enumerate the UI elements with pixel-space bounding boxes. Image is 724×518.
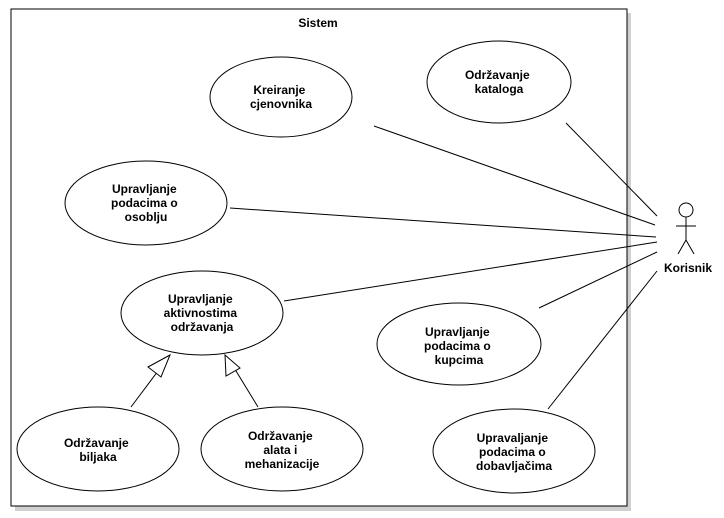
use-case-label: Održavanje kataloga bbox=[465, 68, 533, 96]
association-odrzavanje-kataloga bbox=[565, 122, 658, 217]
use-case-label: Upravljanje aktivnostima održavanja bbox=[164, 292, 241, 334]
association-upravljanje-kupcima bbox=[538, 251, 658, 309]
use-case-label: Upravljanje podacima o kupcima bbox=[424, 325, 494, 367]
use-case-label: Održavanje biljaka bbox=[64, 436, 132, 464]
use-case-kreiranje-cjenovnika: Kreiranje cjenovnika bbox=[209, 56, 353, 138]
stick-figure-icon bbox=[676, 202, 696, 255]
generalization-odrzavanje-biljaka bbox=[130, 353, 171, 408]
use-case-upravljanje-aktivnostima: Upravljanje aktivnostima održavanja bbox=[120, 270, 284, 356]
generalizations bbox=[130, 353, 259, 408]
actor-korisnik: Korisnik bbox=[664, 202, 712, 275]
association-upravljanje-dobavljacima bbox=[547, 270, 658, 410]
association-upravljanje-osobljem bbox=[229, 207, 657, 238]
use-case-odrzavanje-biljaka: Održavanje biljaka bbox=[16, 406, 180, 492]
generalization-odrzavanje-alata bbox=[224, 353, 259, 408]
association-upravljanje-aktivnostima bbox=[283, 241, 658, 302]
actor-name: Korisnik bbox=[664, 261, 712, 275]
use-case-label: Održavanje alata i mehanizacije bbox=[245, 429, 320, 471]
use-case-label: Upravaljanje podacima o dobavljačima bbox=[476, 431, 552, 473]
use-case-upravljanje-dobavljacima: Upravaljanje podacima o dobavljačima bbox=[432, 408, 596, 494]
use-case-odrzavanje-kataloga: Održavanje kataloga bbox=[426, 40, 572, 124]
use-case-upravljanje-kupcima: Upravljanje podacima o kupcima bbox=[376, 302, 542, 386]
use-case-odrzavanje-alata: Održavanje alata i mehanizacije bbox=[200, 406, 364, 492]
use-case-upravljanje-osobljem: Upravljanje podacima o osoblju bbox=[64, 160, 228, 246]
associations bbox=[229, 122, 658, 410]
use-case-label: Upravljanje podacima o osoblju bbox=[111, 182, 181, 224]
system-title: Sistem bbox=[298, 16, 337, 30]
use-case-label: Kreiranje cjenovnika bbox=[250, 83, 312, 111]
association-kreiranje-cjenovnika bbox=[373, 125, 656, 226]
